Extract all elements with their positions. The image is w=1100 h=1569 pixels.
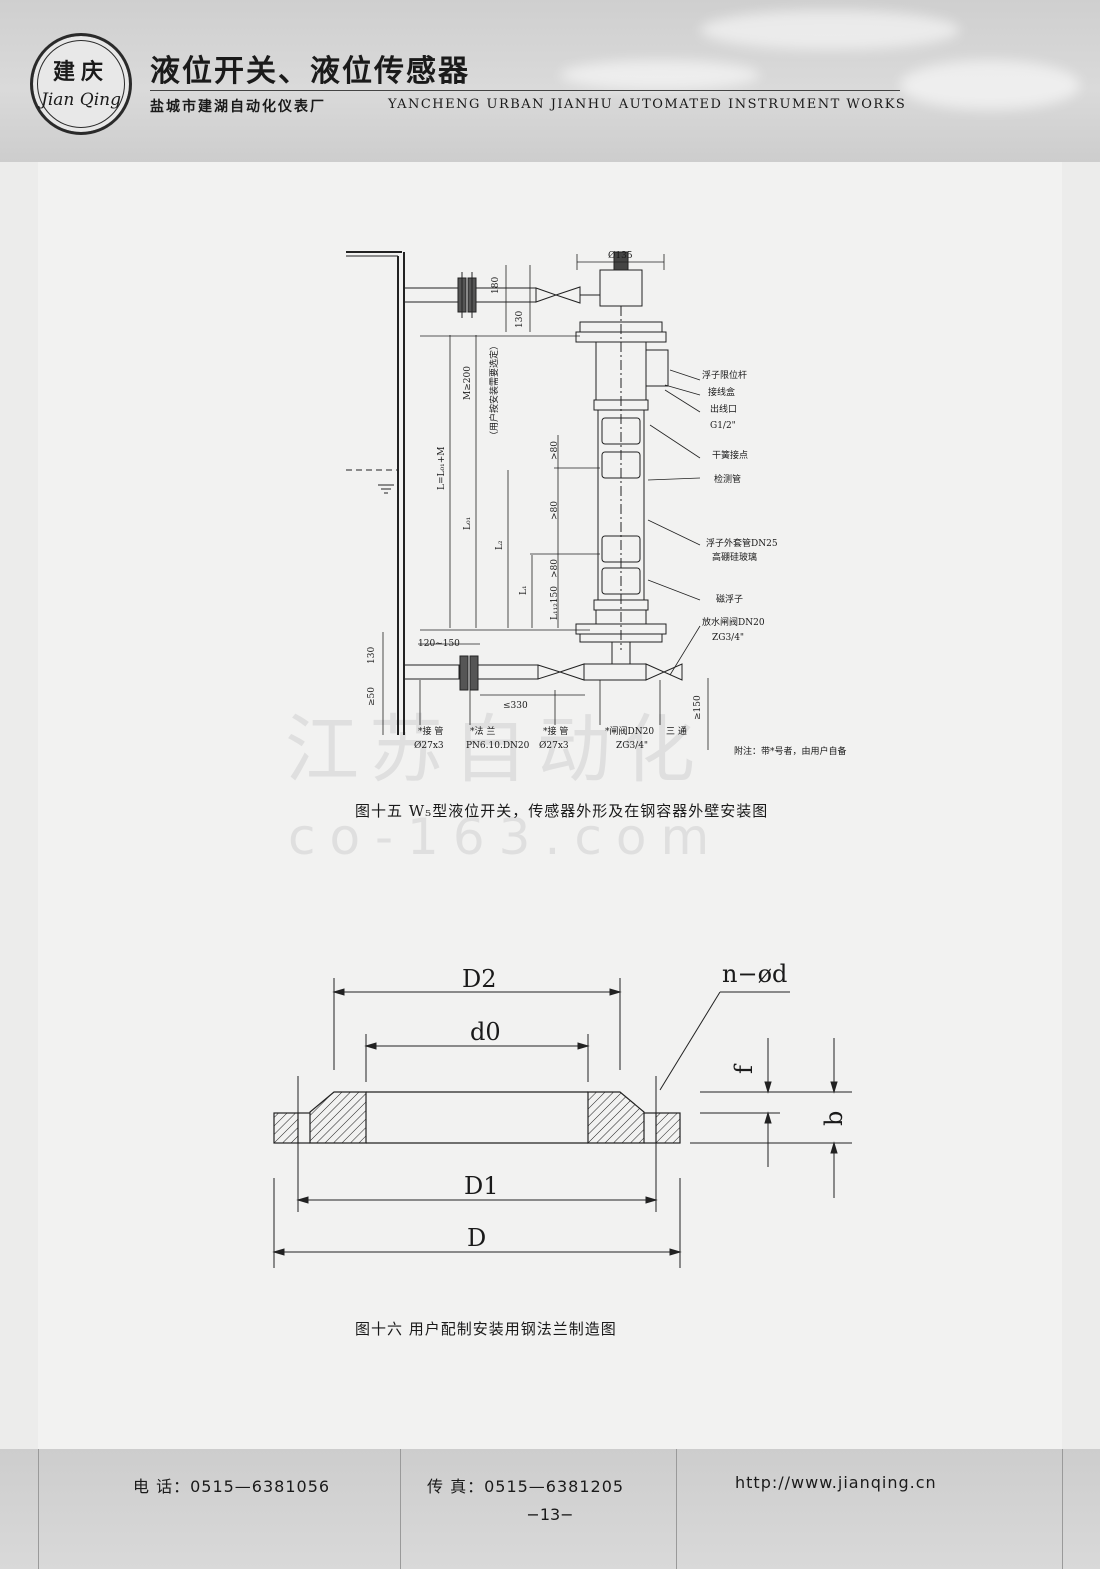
footer-divider	[400, 1449, 401, 1569]
callout-detect-tube: 检测管	[714, 473, 741, 485]
bottom-label-pipe1-size: Ø27x3	[414, 740, 444, 751]
dim-gt80-c: >80	[550, 559, 560, 578]
figure16-drawing: D2 d0 n−ød f b D1 D	[272, 960, 852, 1268]
callout-reed-contact: 干簧接点	[712, 449, 748, 461]
figure15-caption: 图十五 W₅型液位开关，传感器外形及在钢容器外壁安装图	[355, 802, 769, 820]
footer-divider	[1062, 1449, 1063, 1569]
dim-D2: D2	[462, 965, 497, 993]
dim-130-top: 130	[515, 311, 525, 328]
dim-gt80-b: >80	[550, 501, 560, 520]
dim-l01: L₀₁	[463, 517, 473, 530]
page-footer: 电 话：0515—6381056 传 真：0515—6381205 http:/…	[0, 1449, 1100, 1569]
dim-150: ≥150	[693, 695, 703, 720]
header-rule	[150, 90, 900, 91]
figure16-caption: 图十六 用户配制安装用钢法兰制造图	[355, 1320, 617, 1338]
cloud-decoration	[900, 60, 1080, 110]
company-logo: 建庆 Jian Qing	[30, 33, 132, 135]
callout-glass: 高硼硅玻璃	[712, 551, 757, 563]
dim-m200-note: （用户按安装需要选定）	[488, 341, 500, 440]
page-header: 建庆 Jian Qing 液位开关、液位传感器 盐城市建湖自动化仪表厂 YANC…	[0, 0, 1100, 162]
dim-l1: L₁	[519, 585, 529, 595]
bottom-label-pipe2: *接 管	[543, 725, 568, 737]
dim-d135: Ø135	[608, 250, 633, 261]
bottom-label-pipe1: *接 管	[418, 725, 443, 737]
vessel-wall	[346, 251, 405, 735]
sensor-column	[575, 251, 669, 665]
footer-divider	[676, 1449, 677, 1569]
flange-section	[273, 1091, 681, 1144]
callout-outer-tube: 浮子外套管DN25	[706, 537, 778, 549]
callout-float-rod: 浮子限位杆	[702, 369, 747, 381]
bottom-piping	[403, 655, 683, 691]
bottom-label-valve: *闸阀DN20	[605, 726, 654, 737]
bottom-label-pipe2-size: Ø27x3	[539, 740, 569, 751]
dim-l-main: L=L₀₁+M	[437, 447, 447, 490]
callout-magnetic-float: 磁浮子	[716, 593, 743, 605]
footer-fax: 传 真：0515—6381205	[427, 1477, 625, 1496]
dim-180: 180	[491, 277, 501, 294]
dim-n-d: n−ød	[722, 960, 787, 988]
bottom-note: 附注：带*号者，由用户自备	[734, 745, 847, 757]
cloud-decoration	[700, 10, 960, 50]
callout-g12: G1/2"	[710, 421, 736, 431]
figure15-drawing: Ø135 180 130 M≥200 （用户按安装需要选定） L=L₀₁+M L…	[346, 250, 847, 757]
bottom-label-tee: 三 通	[666, 726, 687, 737]
header-title: 液位开关、液位传感器	[150, 54, 470, 89]
dim-D1: D1	[464, 1172, 499, 1200]
right-margin-strip	[1062, 162, 1100, 1449]
dimension-lines	[382, 254, 709, 750]
callout-junction-box: 接线盒	[708, 386, 735, 398]
top-nozzle	[403, 272, 600, 318]
dim-50: ≥50	[367, 687, 377, 706]
left-margin-strip	[0, 162, 38, 1449]
dim-m200: M≥200	[463, 366, 473, 400]
callout-drain-valve: 放水闸阀DN20	[702, 616, 765, 628]
dim-D: D	[467, 1224, 486, 1252]
dim-l2: L₂	[495, 540, 505, 550]
bottom-label-flange-size: PN6.10.DN20	[466, 741, 530, 751]
dim-120-150: 120~150	[418, 639, 460, 649]
bottom-label-flange: *法 兰	[470, 725, 495, 737]
footer-website-link[interactable]: http://www.jianqing.cn	[735, 1473, 937, 1492]
callout-outlet: 出线口	[710, 403, 737, 415]
dim-d0: d0	[470, 1018, 501, 1046]
company-name-cn: 盐城市建湖自动化仪表厂	[150, 99, 326, 115]
dim-b: b	[820, 1111, 848, 1126]
logo-chinese-text: 建庆	[52, 59, 109, 85]
cloud-decoration	[560, 60, 760, 90]
dim-gt80-a: >80	[550, 441, 560, 460]
watermark-url: co-163.com	[288, 808, 724, 866]
callout-zg34: ZG3/4"	[712, 633, 744, 643]
bottom-label-valve-size: ZG3/4"	[616, 741, 648, 751]
footer-phone: 电 话：0515—6381056	[133, 1477, 331, 1496]
company-name-en: YANCHENG URBAN JIANHU AUTOMATED INSTRUME…	[388, 97, 907, 112]
watermark-cn: 江苏自动化	[285, 707, 705, 793]
logo-english-text: Jian Qing	[41, 90, 121, 110]
dim-130-bot: 130	[367, 647, 377, 664]
footer-divider	[38, 1449, 39, 1569]
dim-lmin: L₁₁₂150	[550, 586, 560, 620]
flange-dimensions	[272, 978, 852, 1268]
page-number: −13−	[526, 1505, 574, 1524]
dim-le330: ≤330	[503, 701, 528, 711]
dim-f: f	[730, 1063, 758, 1074]
